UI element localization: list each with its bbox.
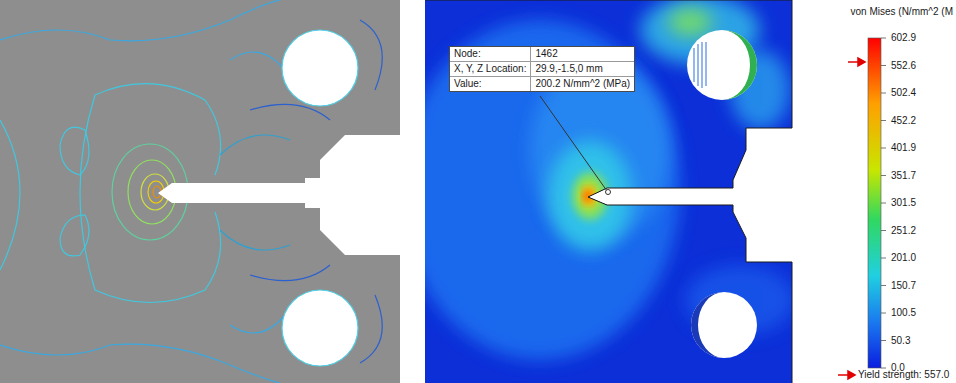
scale-value: 502.4 xyxy=(891,87,916,99)
scale-value: 452.2 xyxy=(891,115,916,127)
scale-value: 552.6 xyxy=(891,60,916,72)
scale-value: 251.2 xyxy=(891,225,916,237)
probe-callout: Node:1462X, Y, Z Location:29.9,-1.5,0 mm… xyxy=(449,46,635,92)
probe-value: 1462 xyxy=(531,47,634,62)
scale-value: 50.3 xyxy=(891,335,910,347)
contour-plot xyxy=(0,0,400,383)
scale-value: 150.7 xyxy=(891,280,916,292)
scale-value: 301.5 xyxy=(891,197,916,209)
scale-value: 201.0 xyxy=(891,252,916,264)
scale-value: 351.7 xyxy=(891,170,916,182)
probe-field: Node: xyxy=(450,47,531,62)
probe-field: Value: xyxy=(450,77,531,91)
scale-value: 401.9 xyxy=(891,142,916,154)
probe-value: 29.9,-1.5,0 mm xyxy=(531,62,634,77)
probe-value: 200.2 N/mm^2 (MPa) xyxy=(531,77,634,91)
scale-title: von Mises (N/mm^2 (M xyxy=(851,6,953,18)
scale-value: 602.9 xyxy=(891,32,916,44)
scale-value: 100.5 xyxy=(891,307,916,319)
von-mises-plot xyxy=(400,0,886,383)
probe-field: X, Y, Z Location: xyxy=(450,62,531,77)
yield-strength-note: Yield strength: 557.0 xyxy=(858,369,949,381)
